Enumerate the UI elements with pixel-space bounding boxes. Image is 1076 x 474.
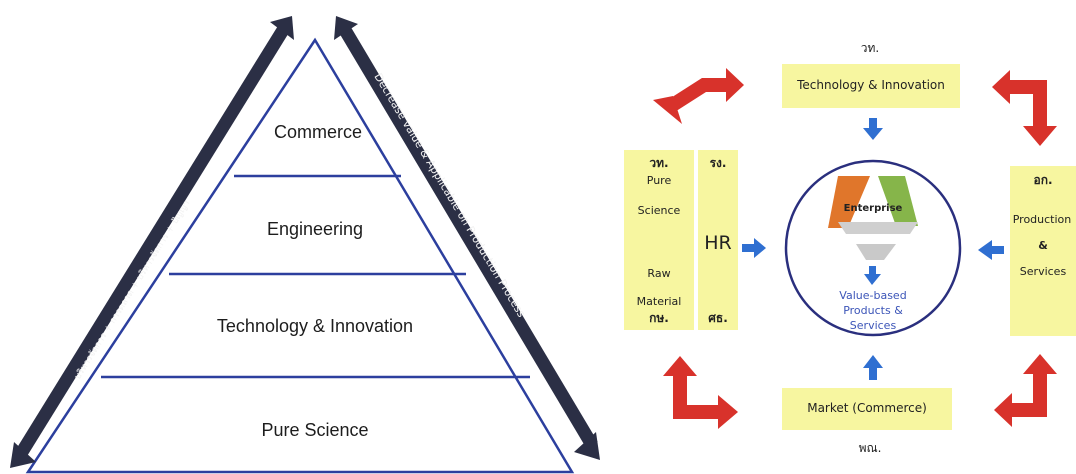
box-hr — [698, 150, 738, 330]
bottom-box-label: Market (Commerce) — [807, 401, 927, 415]
pyramid — [25, 37, 575, 474]
center-line-2: Products & — [843, 304, 903, 317]
pyramid-outline — [25, 37, 575, 474]
box-production-services — [1010, 166, 1076, 336]
tier-commerce: Commerce — [273, 122, 362, 142]
left-box-2-main: HR — [704, 232, 732, 254]
blue-arrow-left — [742, 238, 766, 258]
left-box-1-bottom-line-2: Material — [636, 295, 682, 308]
right-arrow-text: Decrease value & Applicable on Productio… — [371, 71, 528, 320]
left-box-2-bottom-code: ศธ. — [708, 311, 728, 325]
red-arrow-top-left — [653, 68, 744, 124]
tier-pure-science: Pure Science — [261, 420, 369, 440]
right-line-1: Production — [1012, 213, 1072, 226]
red-arrow-bottom-right — [994, 354, 1057, 427]
blue-arrow-right — [978, 240, 1004, 260]
tier-engineering: Engineering — [266, 219, 364, 239]
left-box-1-bottom-line-1: Raw — [647, 267, 671, 280]
red-arrow-bottom-left — [663, 356, 738, 429]
right-code: อก. — [1033, 173, 1053, 187]
right-dark-arrow — [334, 16, 600, 460]
box-pure-science — [624, 150, 694, 330]
red-arrow-top-right — [992, 70, 1057, 146]
bottom-code: พณ. — [858, 441, 882, 455]
blue-arrow-center-down — [864, 266, 881, 285]
left-box-1-code: วท. — [649, 156, 669, 170]
top-box-label: Technology & Innovation — [797, 78, 945, 92]
blue-arrow-bottom — [863, 355, 883, 380]
left-arrow-text: บริหารจัดการ + การตลาด + บริหารจัดการ + … — [72, 198, 192, 381]
center-line-3: Services — [849, 319, 897, 332]
left-box-1-bottom-code: กษ. — [649, 311, 669, 325]
blue-arrow-top — [863, 118, 883, 140]
enterprise-title: Enterprise — [843, 203, 903, 214]
enterprise-logo — [828, 176, 918, 260]
right-line-3: Services — [1019, 265, 1067, 278]
left-box-2-code: รง. — [709, 156, 727, 170]
tier-technology-innovation: Technology & Innovation — [216, 316, 414, 336]
left-box-1-line-2: Science — [637, 204, 681, 217]
center-line-1: Value-based — [839, 289, 907, 302]
right-line-2: & — [1038, 239, 1048, 252]
box-market — [782, 388, 952, 430]
box-technology-innovation — [782, 64, 960, 108]
left-box-1-line-1: Pure — [646, 174, 672, 187]
left-dark-arrow — [10, 16, 294, 468]
top-code: วท. — [860, 41, 880, 55]
